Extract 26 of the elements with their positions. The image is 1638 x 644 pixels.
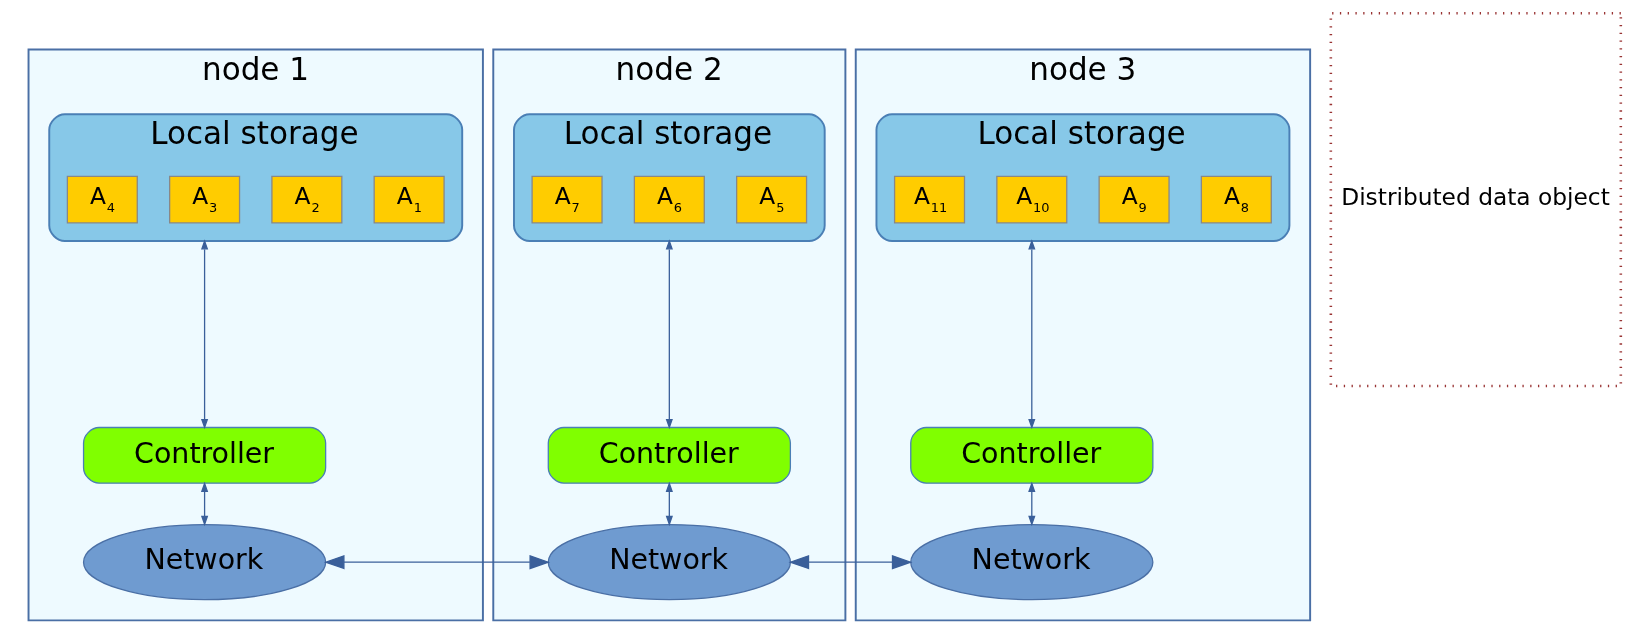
node-ellipse: Network xyxy=(547,523,791,601)
node-box: A$_{6}$ xyxy=(633,175,705,224)
arrow xyxy=(665,481,673,527)
node-box: A$_{3}$ xyxy=(168,175,240,224)
node-ellipse: Network xyxy=(909,523,1153,601)
node-box: Distributed data object xyxy=(1329,11,1622,388)
node-box: A$_{2}$ xyxy=(270,175,342,224)
arrow xyxy=(323,554,550,570)
arrow xyxy=(200,239,208,430)
node-box: Controller xyxy=(82,426,326,484)
arrow xyxy=(787,554,913,570)
node-box: A$_{7}$ xyxy=(530,175,603,224)
node-box: Controller xyxy=(909,426,1153,484)
arrow xyxy=(1027,239,1035,430)
node-box: A$_{1}$ xyxy=(373,175,445,224)
node-box: A$_{9}$ xyxy=(1097,175,1170,224)
node-box: Controller xyxy=(547,426,791,484)
arrow xyxy=(1027,481,1035,527)
node-box: A$_{11}$ xyxy=(893,175,965,224)
node-ellipse: Network xyxy=(82,523,326,601)
node-box: A$_{10}$ xyxy=(995,175,1067,224)
arrow xyxy=(665,239,673,430)
node-box: A$_{8}$ xyxy=(1200,175,1272,224)
node-box: A$_{4}$ xyxy=(66,175,138,224)
node-box: A$_{5}$ xyxy=(735,175,807,224)
arrow xyxy=(200,481,208,527)
